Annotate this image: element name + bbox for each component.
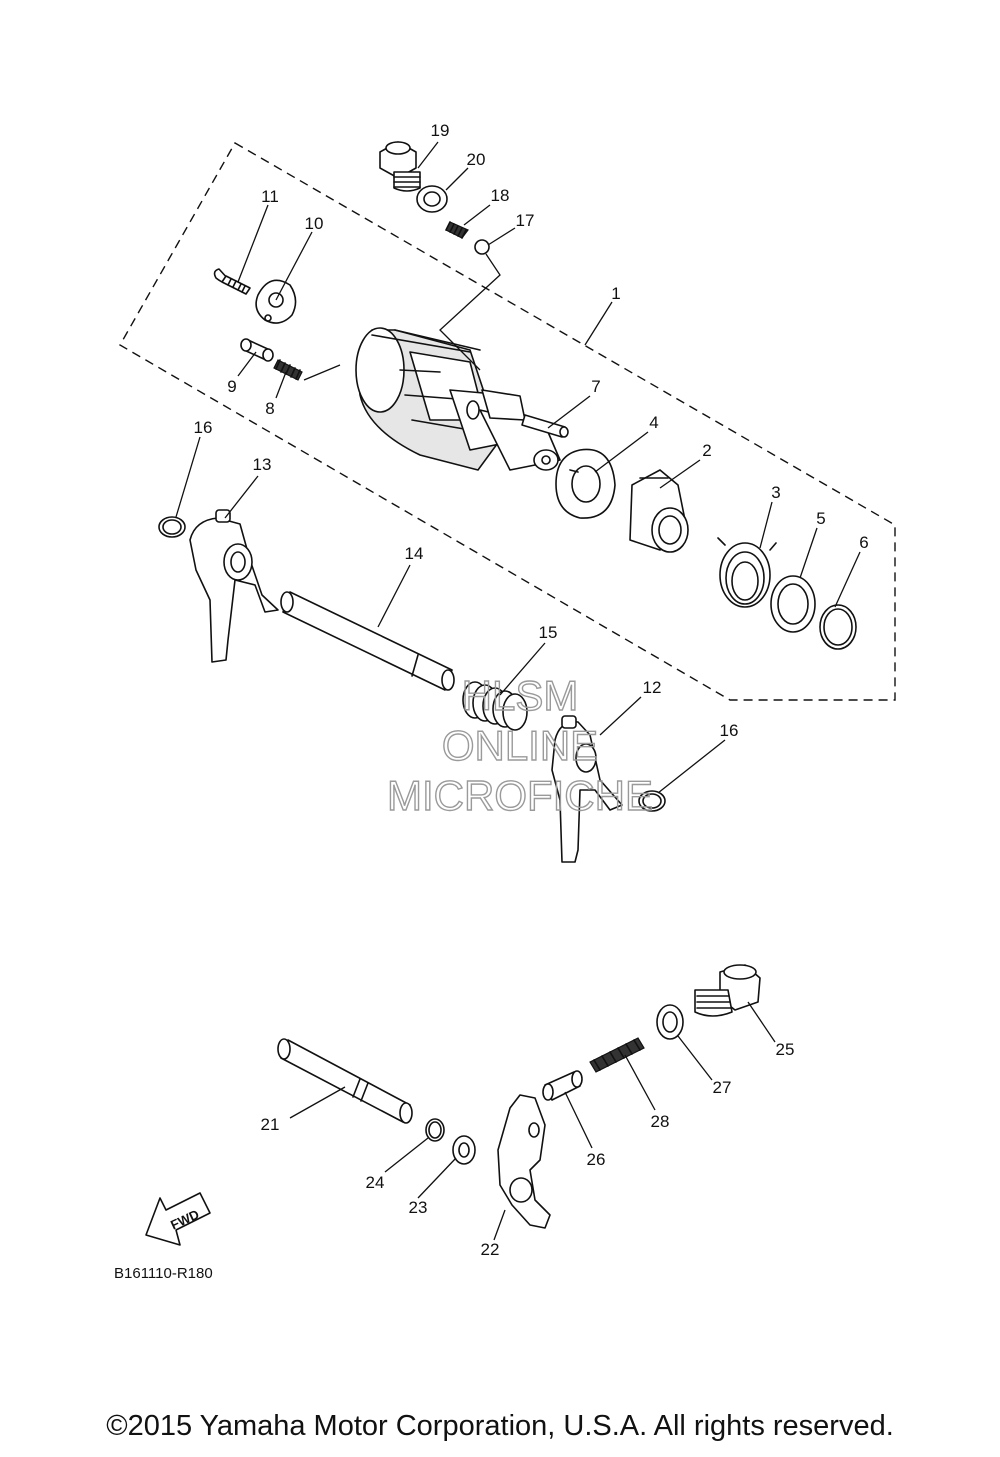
callout-21: 21 bbox=[261, 1115, 280, 1134]
part-26-pin[interactable] bbox=[542, 1070, 583, 1101]
callout-20: 20 bbox=[467, 150, 486, 169]
part-25-bolt[interactable] bbox=[694, 964, 761, 1017]
part-15-spring[interactable] bbox=[462, 681, 528, 731]
callout-labels: 19 20 18 17 11 10 9 8 1 7 4 2 3 5 6 16 1… bbox=[194, 121, 869, 1259]
callout-9: 9 bbox=[227, 377, 236, 396]
part-22-shift-lever[interactable] bbox=[497, 1094, 551, 1229]
callout-18: 18 bbox=[491, 186, 510, 205]
copyright-notice: ©2015 Yamaha Motor Corporation, U.S.A. A… bbox=[106, 1410, 894, 1442]
callout-12: 12 bbox=[643, 678, 662, 697]
assembly-boundary bbox=[119, 142, 896, 701]
callout-22: 22 bbox=[481, 1240, 500, 1259]
part-16-circlip-right[interactable] bbox=[638, 790, 666, 812]
callout-15: 15 bbox=[539, 623, 558, 642]
part-17-ball[interactable] bbox=[474, 239, 490, 255]
diagram-code: B161110-R180 bbox=[114, 1265, 213, 1282]
callout-10: 10 bbox=[305, 214, 324, 233]
callout-24: 24 bbox=[366, 1173, 385, 1192]
part-18-spring[interactable] bbox=[445, 221, 469, 239]
part-4-segment-plate[interactable] bbox=[555, 448, 616, 519]
callout-8: 8 bbox=[265, 399, 274, 418]
watermark: HLSM ONLINE MICROFICHE bbox=[386, 671, 653, 819]
callout-1: 1 bbox=[611, 284, 620, 303]
part-23-washer[interactable] bbox=[452, 1135, 476, 1165]
callout-26: 26 bbox=[587, 1150, 606, 1169]
callout-7: 7 bbox=[591, 377, 600, 396]
part-14-fork-shaft[interactable] bbox=[280, 591, 455, 691]
part-28-spring[interactable] bbox=[589, 1037, 645, 1073]
callout-13: 13 bbox=[253, 455, 272, 474]
leader-lines bbox=[175, 141, 861, 1241]
watermark-line2: ONLINE bbox=[442, 722, 598, 769]
part-21-shaft[interactable] bbox=[277, 1038, 413, 1124]
part-16-circlip-left[interactable] bbox=[158, 516, 186, 538]
callout-2: 2 bbox=[702, 441, 711, 460]
callout-27: 27 bbox=[713, 1078, 732, 1097]
callout-11: 11 bbox=[261, 187, 279, 206]
part-7-pin[interactable] bbox=[521, 414, 569, 438]
callout-16-right: 16 bbox=[720, 721, 739, 740]
watermark-line1: HLSM bbox=[462, 672, 579, 719]
part-1-shift-drum[interactable] bbox=[355, 327, 561, 471]
callout-25: 25 bbox=[776, 1040, 795, 1059]
part-19-bolt[interactable] bbox=[379, 141, 421, 192]
part-13-shift-fork[interactable] bbox=[189, 509, 279, 663]
watermark-line3: MICROFICHE bbox=[387, 772, 653, 819]
fwd-arrow: FWD bbox=[145, 1192, 211, 1246]
part-10-plate[interactable] bbox=[255, 279, 297, 324]
part-2-collar[interactable] bbox=[629, 469, 689, 553]
part-12-shift-fork[interactable] bbox=[551, 715, 623, 863]
part-11-screw[interactable] bbox=[213, 268, 251, 295]
callout-14: 14 bbox=[405, 544, 424, 563]
callout-16-left: 16 bbox=[194, 418, 213, 437]
callout-19: 19 bbox=[431, 121, 450, 140]
part-8-spring[interactable] bbox=[273, 359, 303, 381]
part-24-circlip[interactable] bbox=[425, 1118, 445, 1142]
callout-6: 6 bbox=[859, 533, 868, 552]
callout-5: 5 bbox=[816, 509, 825, 528]
part-20-washer[interactable] bbox=[416, 185, 448, 213]
callout-28: 28 bbox=[651, 1112, 670, 1131]
part-6-circlip[interactable] bbox=[819, 604, 857, 650]
callout-23: 23 bbox=[409, 1198, 428, 1217]
part-27-washer[interactable] bbox=[656, 1004, 684, 1040]
callout-4: 4 bbox=[649, 413, 658, 432]
part-5-washer[interactable] bbox=[770, 575, 816, 633]
callout-3: 3 bbox=[771, 483, 780, 502]
callout-17: 17 bbox=[516, 211, 535, 230]
part-3-torsion-spring[interactable] bbox=[717, 537, 777, 608]
part-9-pin[interactable] bbox=[240, 338, 274, 362]
